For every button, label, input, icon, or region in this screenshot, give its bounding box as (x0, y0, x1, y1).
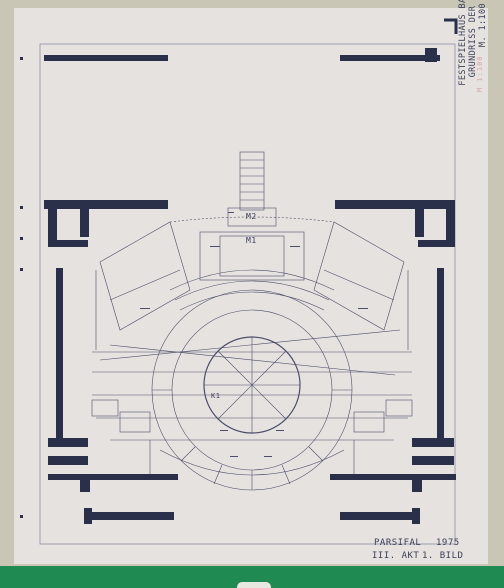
tiny-annotations (140, 212, 368, 457)
caption-act: III. AKT (372, 551, 420, 561)
title-line-1: FESTSPIELHAUS BAYREUTH (458, 0, 468, 86)
stage-label-m1: M1 (246, 236, 257, 245)
green-band (0, 566, 504, 588)
caption-year: 1975 (436, 538, 460, 548)
caption-work: PARSIFAL (374, 538, 422, 548)
margin-ticks (20, 57, 23, 518)
scale-note: M 1:100 (476, 55, 484, 92)
walls (44, 48, 456, 524)
stage-label-k1: K1 (211, 392, 221, 400)
stage-label-m2: M2 (246, 212, 257, 221)
drawing-border (39, 43, 456, 545)
paper-sheet (14, 8, 488, 564)
caption-scene: 1. BILD (422, 551, 464, 561)
tab-marker (237, 582, 271, 588)
construction-lines (91, 151, 413, 491)
corner-bracket (444, 18, 458, 34)
